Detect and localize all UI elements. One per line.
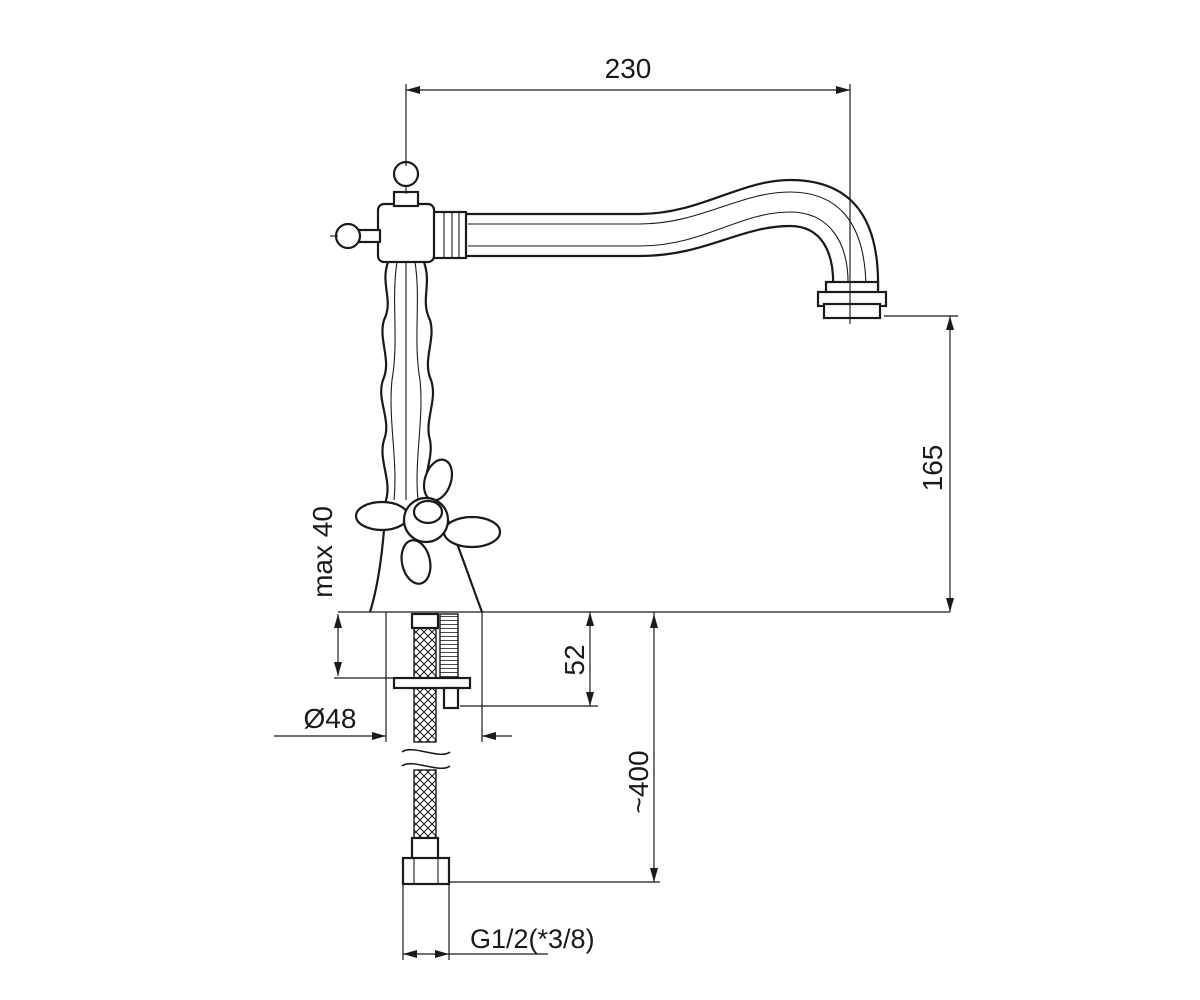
spout-inner-line-1: [468, 191, 867, 291]
faucet-body: [330, 160, 888, 613]
dimension-shank: 52: [460, 612, 598, 707]
shank-stub: [442, 686, 460, 710]
connection-nut: [401, 856, 451, 886]
dimension-max-deck: max 40: [307, 506, 396, 679]
dimension-base-diameter: Ø48: [274, 612, 512, 742]
dim-label-d48: Ø48: [304, 703, 357, 734]
handle-arm-right: [442, 515, 502, 549]
dimension-hose-length: ~400: [450, 612, 660, 883]
column-inner-left: [390, 261, 398, 501]
spout-inner-line-2: [468, 211, 849, 291]
spout-collar: [430, 210, 468, 260]
head-neck: [392, 190, 420, 208]
handle-arm-left: [354, 500, 410, 532]
dim-label-max40: max 40: [307, 506, 338, 598]
aerator-ring-bottom: [822, 302, 882, 320]
body-head: [376, 202, 436, 264]
flex-hose-lower: [413, 769, 437, 843]
handle-cap: [412, 499, 444, 525]
mounting-plate: [392, 676, 472, 690]
dim-label-165: 165: [917, 445, 948, 492]
dim-label-400: ~400: [623, 750, 654, 813]
column-inner-right: [414, 261, 422, 501]
spout-outline-bottom: [465, 224, 835, 291]
handle-arm-bottom: [400, 539, 432, 585]
dim-label-g12: G1/2(*3/8): [470, 924, 595, 954]
dim-label-52: 52: [559, 644, 590, 675]
handle-arm-top: [422, 458, 454, 502]
flex-hose-middle: [413, 687, 437, 743]
column-right: [422, 261, 435, 501]
side-knob: [334, 222, 362, 250]
dimension-connection-thread: G1/2(*3/8): [402, 884, 595, 960]
threaded-shank: [439, 613, 459, 679]
column-left: [380, 261, 390, 501]
dimension-spout-height: 165: [884, 315, 958, 612]
dimension-spout-reach: 230: [405, 53, 851, 270]
break-symbol: [401, 748, 451, 756]
under-deck-assembly: [392, 612, 472, 886]
dim-label-230: 230: [605, 53, 652, 84]
